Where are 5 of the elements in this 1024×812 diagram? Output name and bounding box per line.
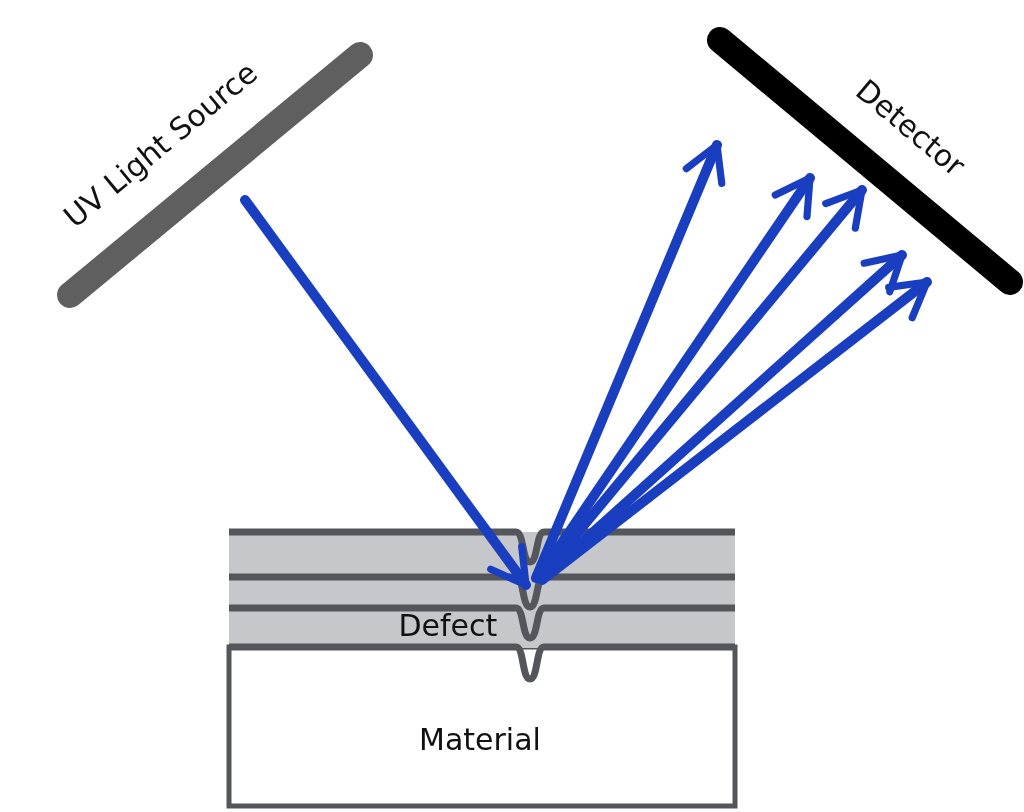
- material-label: Material: [419, 725, 541, 755]
- defect-label: Defect: [398, 611, 498, 641]
- light-ray-arrow: [533, 173, 815, 583]
- light-ray-arrow: [240, 195, 531, 590]
- light-ray-arrow: [531, 140, 726, 583]
